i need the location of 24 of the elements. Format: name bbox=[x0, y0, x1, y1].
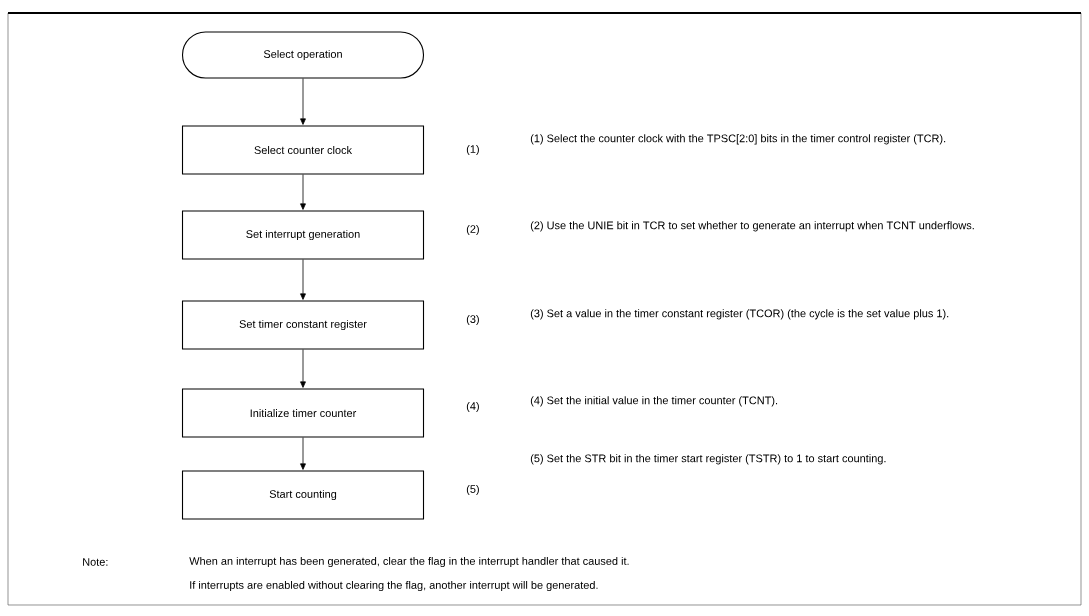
step-number: (5) bbox=[466, 484, 479, 496]
arrow bbox=[300, 259, 306, 300]
step-description: (5) Set the STR bit in the timer start register (TSTR) to 1 to start counting. bbox=[530, 454, 886, 465]
step-description: (3) Set a value in the timer constant register (TCOR) (the cycle is the set value plus 1). bbox=[530, 309, 949, 320]
process-box: Set timer constant register bbox=[181, 300, 425, 350]
step-description: (4) Set the initial value in the timer counter (TCNT). bbox=[530, 396, 778, 407]
arrow bbox=[300, 78, 306, 125]
step-number: (3) bbox=[466, 314, 479, 326]
process-box: Initialize timer counter bbox=[181, 388, 425, 438]
arrow bbox=[300, 437, 306, 470]
note-label: Note: bbox=[83, 558, 108, 566]
process-box: Set interrupt generation bbox=[181, 210, 425, 260]
arrow bbox=[300, 174, 306, 210]
terminator-box: Select operation bbox=[181, 31, 425, 79]
note-text: If interrupts are enabled without clearing the flag, another interrupt will be generated. bbox=[190, 580, 598, 592]
step-description: (2) Use the UNIE bit in TCR to set whether to generate an interrupt when TCNT underflows. bbox=[530, 221, 974, 232]
step-number: (2) bbox=[466, 224, 479, 236]
step-number: (1) bbox=[466, 144, 479, 156]
arrow bbox=[300, 349, 306, 388]
step-number: (4) bbox=[466, 401, 479, 413]
process-box: Start counting bbox=[181, 470, 425, 520]
process-box: Select counter clock bbox=[181, 125, 425, 175]
note-text: When an interrupt has been generated, clear the flag in the interrupt handler that caused it. bbox=[189, 556, 629, 568]
step-description: (1) Select the counter clock with the TPSC[2:0] bits in the timer control register (TCR). bbox=[530, 134, 946, 145]
